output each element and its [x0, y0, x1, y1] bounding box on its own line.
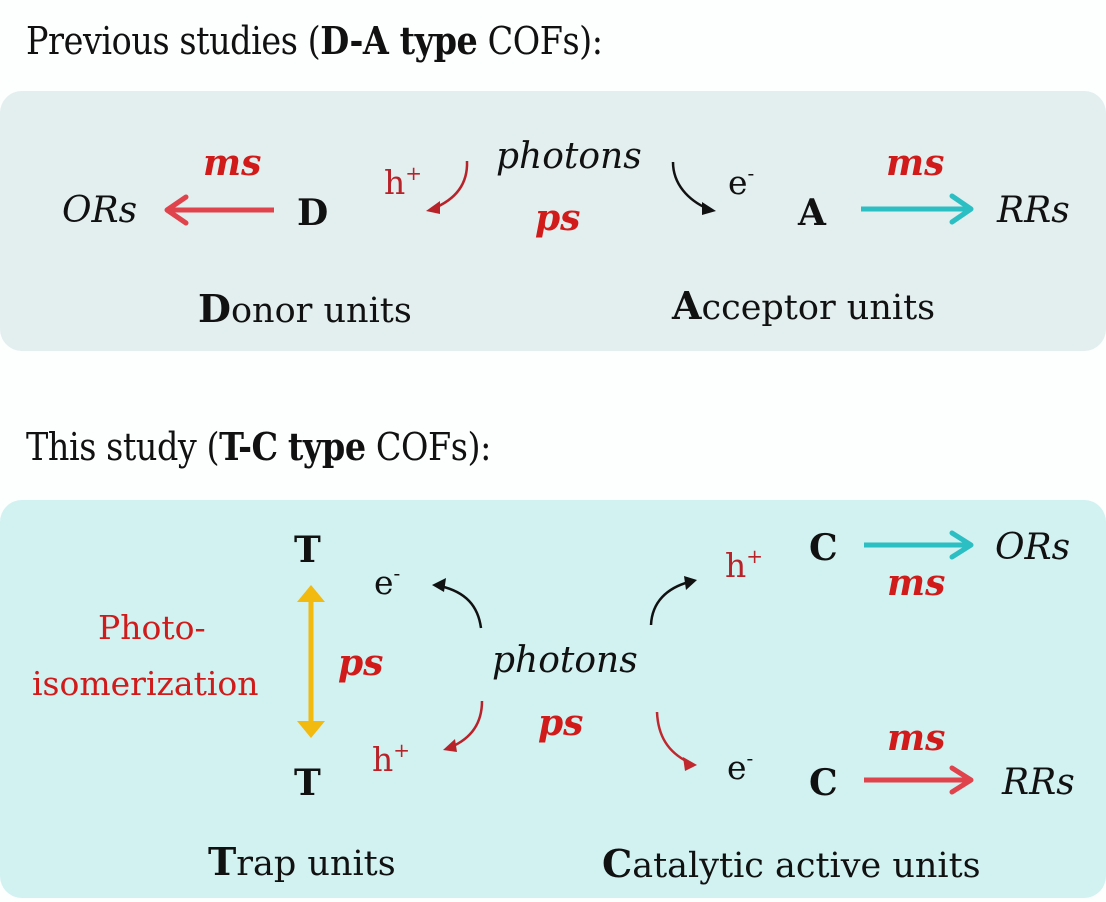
hole-charge: +: [746, 544, 764, 568]
photons-label-2: photons: [492, 640, 638, 681]
trap-units-initial: T: [208, 839, 237, 884]
ms-label-bottom: ms: [887, 717, 946, 759]
trap-bottom-symbol: T: [294, 762, 321, 804]
ps-label-center: ps: [538, 702, 584, 744]
heading-bold-type: type: [287, 424, 366, 469]
heading-suffix: COFs):: [477, 19, 603, 63]
hole-letter: h: [372, 740, 394, 779]
donor-units-label: Donor units: [198, 290, 412, 329]
previous-studies-heading: Previous studies (D-A type COFs):: [26, 18, 603, 63]
electron-charge: -: [746, 746, 754, 770]
ps-label-left: ps: [338, 642, 384, 684]
hole-charge: +: [405, 161, 423, 185]
heading-suffix: COFs):: [365, 425, 491, 469]
heading-prefix: This study (: [26, 425, 220, 469]
electron-label: e-: [728, 163, 754, 199]
ors-label: ORs: [62, 190, 138, 231]
catalytic-top-symbol: C: [809, 527, 838, 569]
acceptor-units-initial: A: [672, 283, 702, 328]
heading-bold: D-A type: [320, 18, 478, 63]
donor-units-initial: D: [198, 286, 231, 331]
ps-label: ps: [535, 197, 581, 239]
catalytic-units-initial: C: [602, 841, 633, 886]
photons-label: photons: [496, 136, 642, 177]
hole-letter: h: [384, 163, 406, 202]
acceptor-units-rest: cceptor units: [701, 288, 936, 328]
electron-letter: e: [727, 748, 747, 787]
ors-label-2: ORs: [995, 527, 1071, 568]
donor-units-rest: onor units: [230, 291, 412, 331]
trap-units-label: Trap units: [208, 843, 396, 882]
hole-letter: h: [725, 546, 747, 585]
catalytic-hole-label: h+: [725, 546, 763, 582]
catalytic-units-rest: atalytic active units: [632, 846, 981, 886]
catalytic-electron-label: e-: [727, 748, 753, 784]
electron-charge: -: [747, 161, 755, 185]
rrs-label: RRs: [997, 190, 1070, 231]
ms-label-right: ms: [886, 142, 945, 184]
catalytic-bottom-symbol: C: [809, 762, 838, 804]
trap-units-rest: rap units: [236, 844, 396, 884]
acceptor-symbol: A: [798, 192, 826, 234]
this-study-heading: This study (T-C type COFs):: [26, 424, 491, 469]
catalytic-units-label: Catalytic active units: [602, 845, 981, 884]
trap-hole-label: h+: [372, 740, 410, 776]
rrs-label-2: RRs: [1002, 762, 1075, 803]
acceptor-units-label: Acceptor units: [672, 287, 935, 326]
electron-letter: e: [374, 563, 394, 602]
this-study-panel: [0, 500, 1106, 898]
trap-electron-label: e-: [374, 563, 400, 599]
hole-charge: +: [393, 738, 411, 762]
electron-letter: e: [728, 163, 748, 202]
hole-label: h+: [384, 163, 422, 199]
heading-prefix: Previous studies (: [26, 19, 321, 63]
photo-label-line2: isomerization: [32, 664, 259, 703]
photo-label-line1: Photo-: [98, 608, 206, 647]
electron-charge: -: [393, 561, 401, 585]
trap-top-symbol: T: [294, 529, 321, 571]
donor-symbol: D: [297, 192, 329, 234]
ms-label-left: ms: [203, 142, 262, 184]
ms-label-top: ms: [887, 562, 946, 604]
heading-bold: T-C: [219, 424, 278, 469]
